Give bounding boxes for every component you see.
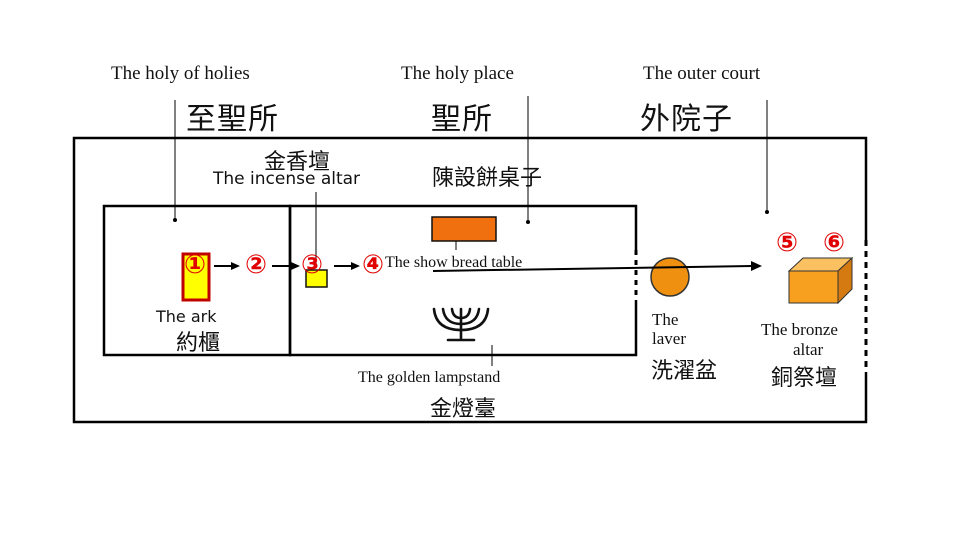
step-number-2: ② (245, 250, 268, 280)
ark-label-zh: 約櫃 (176, 331, 221, 356)
step-number-5: ⑤ (776, 228, 799, 258)
bronze-altar-shape (787, 256, 854, 305)
bronze-altar-label-en-line2: altar (793, 340, 824, 359)
incense-altar-label-en: The incense altar (213, 169, 361, 189)
laver-label-zh: 洗濯盆 (651, 359, 718, 384)
laver-label-en-line2: laver (652, 329, 686, 348)
outer-court-boundary (72, 136, 868, 424)
step-number-3: ③ (301, 250, 324, 280)
step-number-4: ④ (362, 250, 385, 280)
golden-lampstand-label-en: The golden lampstand (358, 369, 501, 386)
path-arrows (214, 261, 762, 272)
ark-label-en: The ark (156, 307, 217, 326)
step-number-6: ⑥ (823, 228, 846, 258)
incense-altar-label-zh: 金香壇 (264, 150, 331, 175)
heading-holy-place-zh: 聖所 (431, 102, 493, 137)
heading-outer-court-zh: 外院子 (640, 102, 733, 137)
laver-label-en-line1: The (652, 310, 679, 329)
ark-shape (181, 252, 211, 302)
heading-holy-of-holies-en: The holy of holies (111, 63, 250, 84)
holy-place-room (288, 204, 638, 357)
leader-dot-holy-of-holies (173, 218, 177, 222)
laver-shape (650, 257, 690, 297)
bronze-altar-label-zh: 銅祭壇 (771, 366, 838, 391)
bronze-altar-label-en-line1: The bronze (761, 320, 838, 339)
show-bread-table-label-en: The show bread table (385, 254, 523, 271)
leader-dot-outer-court (765, 210, 769, 214)
golden-lampstand-label-zh: 金燈臺 (430, 397, 497, 422)
incense-altar-shape (305, 269, 328, 288)
show-bread-table-shape (431, 216, 497, 242)
step-number-1: ① (184, 250, 207, 280)
heading-outer-court-en: The outer court (643, 63, 761, 84)
show-bread-table-label-zh: 陳設餅桌子 (432, 166, 543, 191)
heading-holy-of-holies-zh: 至聖所 (186, 102, 279, 137)
golden-lampstand-shape (432, 307, 490, 342)
heading-holy-place-en: The holy place (401, 63, 514, 84)
leader-dot-holy-place (526, 220, 530, 224)
